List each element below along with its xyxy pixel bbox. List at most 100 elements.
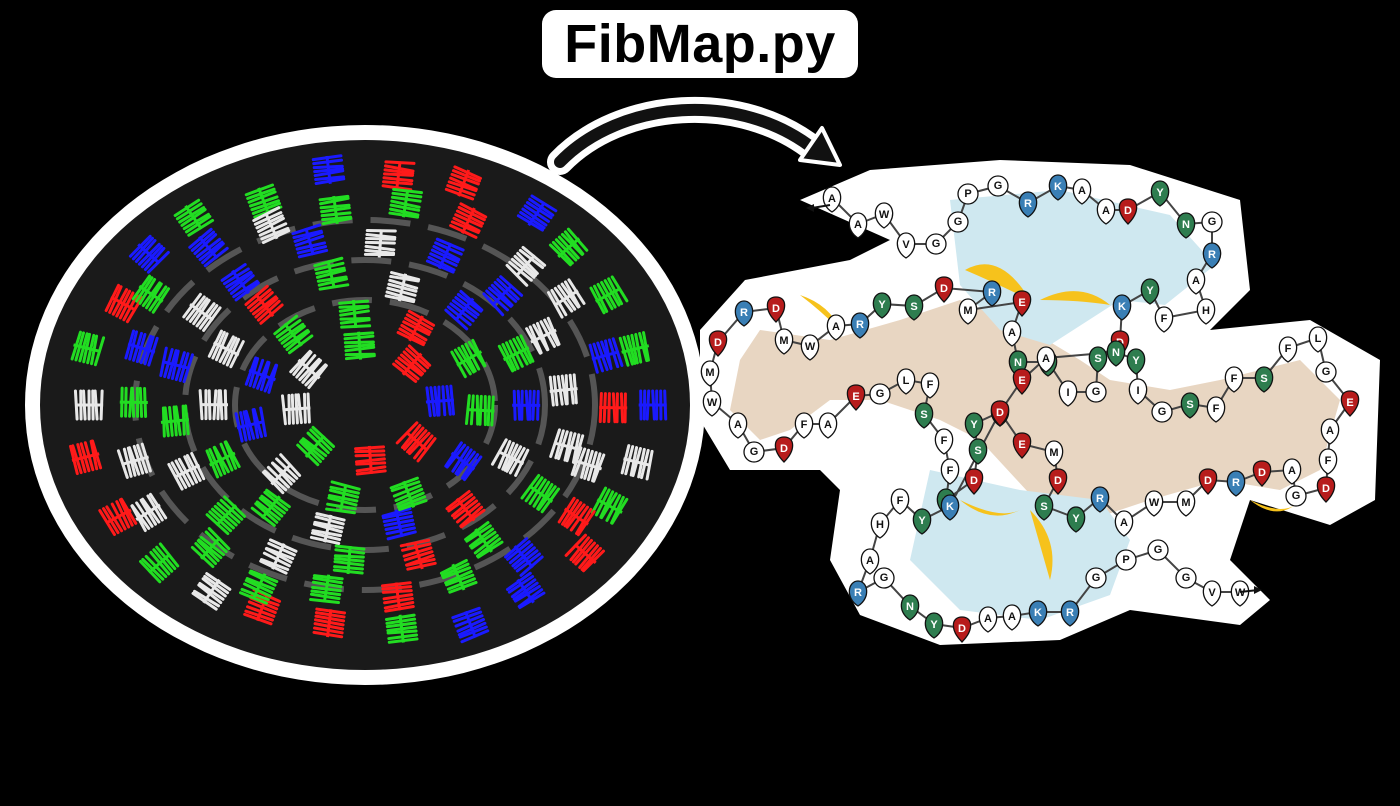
residue-letter: Y (930, 619, 938, 631)
residue-stack (124, 329, 159, 367)
residue-letter: F (941, 435, 948, 447)
residue-glyph: W (1230, 580, 1250, 607)
residue-stack (589, 275, 629, 315)
residue-stack (439, 558, 478, 594)
residue-glyph: V (1202, 580, 1222, 607)
residue-glyph: R (1060, 600, 1080, 627)
residue-letter: Y (1146, 285, 1154, 297)
residue-glyph: F (890, 488, 910, 515)
residue-glyph: S (968, 438, 988, 465)
residue-letter: R (740, 307, 748, 319)
page-title: FibMap.py (564, 14, 836, 74)
residue-letter: F (1285, 343, 1292, 355)
residue-shape (890, 488, 910, 515)
residue-letter: K (946, 501, 954, 513)
residue-letter: F (947, 465, 954, 477)
residue-layer: AAWVGGPGRKAADYNGRAHFYKDSGIYNAEMRDSYRAWMD… (700, 174, 1360, 643)
residue-glyph: G (1147, 539, 1169, 561)
residue-glyph: D (1048, 468, 1068, 495)
residue-stack (252, 206, 291, 245)
residue-glyph: A (860, 548, 880, 575)
residue-stack (289, 349, 328, 390)
residue-stack (73, 389, 104, 421)
residue-glyph: A (848, 212, 868, 239)
residue-letter: H (1202, 305, 1210, 317)
residue-glyph: Y (912, 508, 932, 535)
residue-glyph: D (1252, 460, 1272, 487)
residue-glyph: G (743, 441, 765, 463)
residue-shape (1012, 432, 1032, 459)
residue-glyph: E (1340, 390, 1360, 417)
residue-stack (482, 275, 524, 317)
residue-glyph: A (728, 412, 748, 439)
residue-shape (912, 508, 932, 535)
residue-stack (139, 542, 180, 584)
residue-letter: R (988, 287, 996, 299)
residue-letter: D (958, 623, 966, 635)
residue-stack (280, 392, 311, 426)
residue-shape (940, 458, 960, 485)
residue-glyph: A (1096, 198, 1116, 225)
residue-stack (395, 421, 437, 463)
residue-letter: D (772, 303, 780, 315)
residue-glyph: F (794, 412, 814, 439)
residue-stack (312, 607, 347, 639)
residue-stack (396, 309, 436, 347)
residue-shape (987, 175, 1009, 197)
residue-stack (449, 202, 488, 239)
fibril-structure-render (25, 125, 705, 685)
residue-letter: G (994, 180, 1003, 192)
residue-stack (273, 314, 314, 355)
residue-shape (1186, 268, 1206, 295)
residue-stack (311, 154, 346, 185)
residue-letter: W (1235, 587, 1246, 599)
residue-shape (1252, 460, 1272, 487)
residue-glyph: W (1144, 490, 1164, 517)
residue-letter: W (879, 209, 890, 221)
residue-stack (69, 439, 103, 476)
residue-stack (464, 394, 495, 427)
residue-glyph: W (800, 334, 820, 361)
residue-glyph: M (700, 360, 720, 387)
residue-stack (116, 442, 152, 479)
residue-letter: K (1034, 607, 1042, 619)
residue-shape (1315, 361, 1337, 383)
residue-shape (1202, 580, 1222, 607)
residue-stack (548, 373, 578, 407)
residue-shape (1112, 294, 1132, 321)
residue-stack (250, 488, 291, 527)
residue-stack (182, 292, 222, 332)
residue-shape (1034, 494, 1054, 521)
residue-letter: S (920, 409, 927, 421)
residue-stack (259, 538, 298, 575)
n-terminus-arrowhead (806, 204, 814, 212)
residue-letter: N (1112, 347, 1120, 359)
residue-shape (1180, 392, 1200, 419)
residue-letter: K (1118, 301, 1126, 313)
residue-glyph: G (987, 175, 1009, 197)
residue-glyph: Y (1140, 278, 1160, 305)
residue-stack (388, 187, 423, 219)
residue-glyph: R (850, 312, 870, 339)
residue-stack (296, 425, 336, 467)
residue-glyph: D (774, 436, 794, 463)
residue-glyph: D (1118, 198, 1138, 225)
residue-glyph: D (934, 276, 954, 303)
residue-stack (159, 346, 194, 384)
residue-stack (354, 445, 387, 476)
residue-letter: S (1040, 501, 1047, 513)
residue-glyph: D (964, 468, 984, 495)
title-box: FibMap.py (542, 10, 858, 78)
residue-letter: F (897, 495, 904, 507)
residue-shape (1002, 320, 1022, 347)
residue-shape (1176, 490, 1196, 517)
residue-letter: V (902, 239, 910, 251)
residue-letter: Y (918, 515, 926, 527)
residue-letter: F (1231, 373, 1238, 385)
residue-glyph: E (846, 384, 866, 411)
residue-letter: A (1078, 185, 1086, 197)
residue-letter: A (1102, 205, 1110, 217)
residue-stack (160, 404, 190, 438)
residue-stack (392, 344, 432, 383)
residue-shape (1128, 378, 1148, 405)
